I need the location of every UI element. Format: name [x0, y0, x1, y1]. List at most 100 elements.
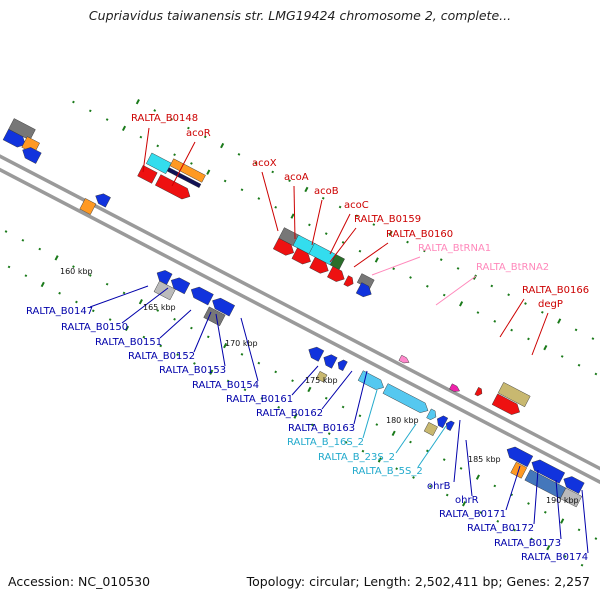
gene-feature-shape	[355, 282, 372, 298]
guide-dot	[341, 241, 345, 244]
gene-feature-shape	[491, 393, 520, 415]
guide-dot	[563, 555, 567, 558]
gene-feature	[203, 306, 226, 327]
gene-features	[2, 118, 585, 508]
gene-feature-shape	[497, 382, 531, 408]
leader-line	[121, 287, 169, 324]
leader-line	[435, 275, 477, 306]
gene-feature	[308, 346, 325, 362]
gene-feature	[491, 393, 520, 415]
guide-dot	[372, 223, 376, 226]
gene-feature-shape	[343, 275, 354, 287]
gene-feature	[170, 277, 191, 295]
guide-dot	[7, 265, 11, 269]
guide-dot	[406, 240, 409, 244]
gene-feature-shape	[323, 354, 338, 369]
gene-feature	[437, 415, 449, 429]
guide-dot	[58, 291, 61, 295]
guide-dot	[271, 170, 275, 174]
gene-feature	[155, 174, 191, 200]
guide-dot	[327, 432, 331, 435]
gene-feature	[423, 421, 438, 437]
leader-line	[533, 469, 539, 525]
gene-feature	[95, 193, 111, 208]
gene-feature-shape	[155, 174, 191, 200]
gene-feature	[22, 147, 42, 164]
guide-dot	[105, 118, 109, 121]
guide-dot	[223, 342, 228, 349]
gene-label: RALTA_B0162	[256, 408, 323, 419]
gene-feature-shape	[337, 359, 348, 372]
gene-feature	[497, 382, 531, 408]
guide-dot	[257, 197, 261, 200]
gene-label: RALTA_BtRNA2	[476, 262, 549, 273]
guide-dot	[580, 563, 584, 567]
guide-dot	[358, 414, 362, 418]
leader-line	[371, 256, 421, 276]
guide-dot	[577, 528, 581, 532]
guide-dot	[190, 162, 193, 165]
leader-line	[142, 127, 150, 173]
gene-feature-shape	[8, 118, 36, 141]
gene-feature	[309, 256, 329, 274]
guide-dot	[377, 457, 382, 463]
guide-dot	[135, 99, 140, 105]
scale-tick-label: 180 kbp	[386, 416, 419, 425]
guide-dot	[4, 230, 8, 233]
gene-feature-shape	[437, 415, 449, 429]
trna-feature	[398, 354, 410, 364]
guide-dot	[490, 284, 494, 288]
guide-dot	[88, 109, 92, 113]
guide-dot	[311, 423, 314, 427]
trna-feature-shape	[398, 354, 410, 364]
gene-label: RALTA_B0150	[61, 322, 128, 333]
scale-tick-label: 160 kbp	[60, 267, 93, 276]
guide-dot	[513, 528, 516, 532]
gene-feature	[79, 198, 97, 215]
gene-feature	[8, 118, 36, 141]
guide-dot	[493, 484, 497, 488]
guide-dot	[374, 257, 379, 263]
gene-feature-shape	[563, 476, 585, 494]
guide-dot	[324, 396, 328, 400]
gene-feature-shape	[423, 421, 438, 437]
trna-feature-shape	[449, 383, 460, 392]
gene-label: acoX	[252, 158, 277, 169]
guide-dot	[54, 255, 59, 261]
guide-dot	[594, 372, 598, 376]
gene-feature	[272, 237, 294, 256]
leader-line	[453, 419, 461, 483]
rrna-feature-shape	[426, 408, 437, 421]
rrna-feature	[382, 383, 429, 413]
guide-dot	[409, 276, 412, 279]
guide-dot	[392, 267, 396, 271]
guide-dot	[304, 186, 309, 193]
gene-label: RALTA_B0163	[288, 423, 355, 434]
guide-dot	[203, 135, 207, 139]
guide-dot	[308, 223, 311, 227]
leader-line	[193, 311, 212, 353]
gene-feature-shape	[203, 306, 226, 327]
gene-feature-shape	[166, 167, 202, 188]
guide-dot	[560, 518, 565, 524]
leader-line	[362, 389, 378, 439]
scale-tick-label: 165 kbp	[143, 303, 176, 312]
gene-label: RALTA_B_16S_2	[287, 437, 364, 448]
guide-dot	[206, 335, 210, 339]
leader-line	[555, 479, 562, 540]
guide-dot	[557, 318, 562, 324]
gene-feature-shape	[156, 270, 173, 285]
topology-text: Topology: circular; Length: 2,502,411 bp…	[246, 574, 590, 589]
guide-dot	[475, 474, 480, 480]
guide-dot	[142, 335, 146, 339]
guide-dot	[439, 258, 443, 262]
gene-feature-shape	[445, 420, 455, 431]
leader-line	[329, 227, 357, 263]
backbone-line	[0, 154, 600, 485]
gene-label: RALTA_B_23S_2	[318, 452, 395, 463]
gene-feature-shape	[308, 346, 325, 362]
guide-dot	[40, 281, 45, 288]
gene-feature	[343, 275, 354, 287]
gene-feature	[355, 282, 372, 298]
guide-dot	[546, 544, 551, 551]
